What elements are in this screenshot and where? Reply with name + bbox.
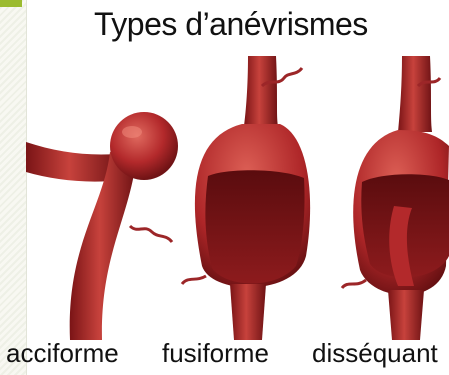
saccular-aneurysm — [26, 112, 178, 340]
label-saccular: acciforme — [6, 338, 119, 369]
slide-side-strip — [0, 0, 27, 375]
dissecting-aneurysm — [342, 56, 449, 340]
label-dissecting: disséquant — [312, 338, 438, 369]
slide-accent-bar — [0, 0, 22, 7]
aneurysm-illustration — [26, 56, 449, 340]
slide-title: Types d’anévrismes — [94, 6, 368, 43]
fusiform-aneurysm — [182, 56, 310, 340]
label-fusiform: fusiforme — [162, 338, 269, 369]
